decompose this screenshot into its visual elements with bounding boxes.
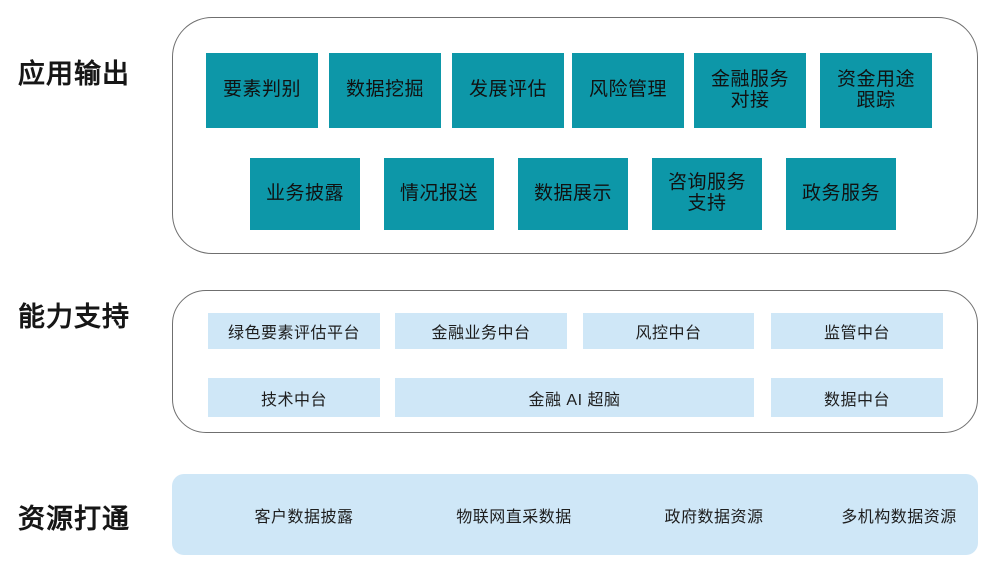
application-box-situation-reporting[interactable]: 情况报送 [384, 158, 494, 230]
application-box-consulting-service-support[interactable]: 咨询服务 支持 [652, 158, 762, 230]
box-label: 技术中台 [260, 391, 327, 409]
capability-box-data-middle-platform[interactable]: 数据中台 [771, 378, 943, 417]
box-line-1: 情况报送 [399, 182, 478, 204]
box-line-1: 发展评估 [468, 79, 547, 101]
box-line-1: 风险管理 [588, 79, 667, 101]
box-label: 绿色要素评估平台 [227, 325, 360, 342]
resource-item-customer-data-disclosure[interactable]: 客户数据披露 [194, 474, 414, 555]
box-line-1: 数据挖掘 [345, 79, 424, 101]
box-line-1: 资金用途 [836, 68, 915, 90]
box-line-2: 跟踪 [856, 89, 896, 111]
application-box-government-service[interactable]: 政务服务 [786, 158, 896, 230]
box-line-1: 政务服务 [801, 182, 880, 204]
item-label: 物联网直采数据 [456, 508, 572, 526]
application-box-data-mining[interactable]: 数据挖掘 [329, 53, 441, 128]
application-box-fund-usage-tracking[interactable]: 资金用途 跟踪 [820, 53, 932, 128]
capability-box-risk-control-middle-platform[interactable]: 风控中台 [583, 313, 754, 349]
application-box-financial-service-docking[interactable]: 金融服务 对接 [694, 53, 806, 128]
capability-box-financial-business-middle-platform[interactable]: 金融业务中台 [395, 313, 567, 349]
box-line-2: 对接 [730, 89, 770, 111]
section-label-resource-integration: 资源打通 [18, 504, 130, 534]
capability-box-financial-ai-brain[interactable]: 金融 AI 超脑 [395, 378, 754, 417]
box-label: 风控中台 [635, 325, 702, 342]
box-line-1: 业务披露 [265, 182, 344, 204]
box-line-1: 数据展示 [533, 182, 612, 204]
box-line-1: 要素判别 [222, 79, 301, 101]
application-box-element-identification[interactable]: 要素判别 [206, 53, 318, 128]
box-line-2: 支持 [687, 193, 727, 214]
section-label-capability-support: 能力支持 [18, 302, 130, 332]
application-box-risk-management[interactable]: 风险管理 [572, 53, 684, 128]
box-label: 金融 AI 超脑 [528, 391, 621, 409]
box-line-1: 咨询服务 [667, 172, 746, 194]
section-label-application-output: 应用输出 [18, 59, 130, 89]
application-box-business-disclosure[interactable]: 业务披露 [250, 158, 360, 230]
box-label: 金融业务中台 [431, 325, 531, 342]
item-label: 多机构数据资源 [841, 508, 957, 526]
box-label: 监管中台 [823, 325, 890, 342]
box-line-1: 金融服务 [710, 68, 789, 90]
application-box-development-assessment[interactable]: 发展评估 [452, 53, 564, 128]
resource-item-government-data-resources[interactable]: 政府数据资源 [604, 474, 824, 555]
resource-integration-bar: 客户数据披露 物联网直采数据 政府数据资源 多机构数据资源 [172, 474, 978, 555]
item-label: 政府数据资源 [664, 508, 764, 526]
item-label: 客户数据披露 [254, 508, 354, 526]
capability-box-technology-middle-platform[interactable]: 技术中台 [208, 378, 380, 417]
capability-box-green-element-assessment-platform[interactable]: 绿色要素评估平台 [208, 313, 380, 349]
resource-item-iot-direct-collection-data[interactable]: 物联网直采数据 [404, 474, 624, 555]
resource-item-multi-institution-data-resources[interactable]: 多机构数据资源 [789, 474, 998, 555]
application-box-data-display[interactable]: 数据展示 [518, 158, 628, 230]
box-label: 数据中台 [823, 391, 890, 409]
capability-box-regulatory-middle-platform[interactable]: 监管中台 [771, 313, 943, 349]
